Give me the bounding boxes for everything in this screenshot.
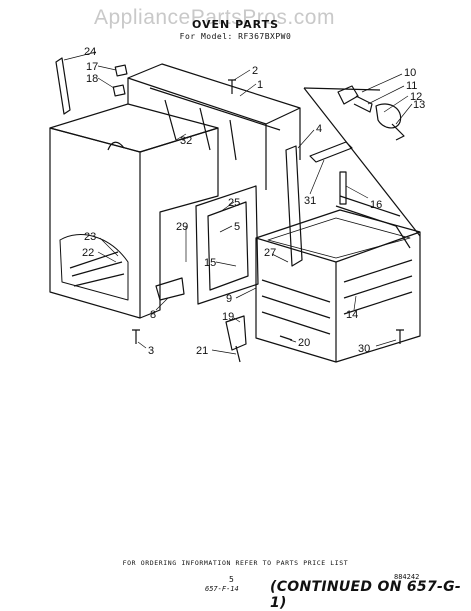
reference-code: 884242	[394, 573, 420, 581]
screw-30	[396, 329, 404, 344]
ordering-note: FOR ORDERING INFORMATION REFER TO PARTS …	[122, 559, 349, 567]
cabinet-front-panel	[49, 127, 141, 319]
burner-tube	[335, 205, 411, 249]
callout-9: 9	[226, 293, 232, 305]
callout-23: 23	[84, 231, 96, 243]
callout-10: 10	[404, 67, 416, 79]
screw-20	[279, 335, 293, 341]
frame-top	[127, 63, 301, 125]
callout-4: 4	[316, 123, 322, 135]
callout-22: 22	[82, 247, 94, 259]
callout-20: 20	[298, 337, 310, 349]
callout-16: 16	[370, 199, 382, 211]
watermark: AppliancePartsPros.com	[94, 6, 335, 29]
handwritten-reference: 657-F-14	[205, 585, 239, 593]
callout-30: 30	[358, 343, 370, 355]
callout-2: 2	[252, 65, 258, 77]
callout-1: 1	[257, 79, 263, 91]
callout-3: 3	[148, 345, 154, 357]
handle-24	[55, 57, 71, 115]
callout-27: 27	[264, 247, 276, 259]
screw-2	[228, 79, 236, 94]
diagram-title: OVEN PARTS	[191, 18, 280, 31]
callout-32: 32	[180, 135, 192, 147]
callout-15: 15	[204, 257, 216, 269]
latch-19	[225, 315, 247, 351]
continued-note: (CONTINUED ON 657-G-1)	[270, 579, 462, 611]
callout-19: 19	[222, 311, 234, 323]
callout-29: 29	[176, 221, 188, 233]
screw-3	[132, 329, 140, 344]
callout-18: 18	[86, 73, 98, 85]
cabinet-top	[49, 103, 219, 153]
clip-18	[112, 84, 126, 97]
callout-25: 25	[228, 197, 240, 209]
door-frame	[195, 185, 259, 305]
model-subtitle: For Model: RF367BXPW0	[179, 32, 292, 41]
callout-14: 14	[346, 309, 358, 321]
callout-31: 31	[304, 195, 316, 207]
callout-5: 5	[234, 221, 240, 233]
bracket-8	[155, 277, 185, 301]
cabinet-side	[139, 127, 219, 319]
callout-21: 21	[196, 345, 208, 357]
callout-17: 17	[86, 61, 98, 73]
igniter-16	[339, 171, 347, 205]
bracket-31	[309, 141, 353, 163]
oven-cavity	[255, 209, 421, 363]
valve-assembly	[337, 85, 359, 105]
page-number: 5	[229, 575, 234, 584]
callout-13: 13	[413, 99, 425, 111]
side-rail	[285, 145, 303, 267]
callout-24: 24	[84, 46, 96, 58]
callout-11: 11	[406, 80, 417, 92]
callout-12: 12	[410, 91, 422, 103]
callout-8: 8	[150, 309, 156, 321]
clip-17	[114, 64, 128, 77]
